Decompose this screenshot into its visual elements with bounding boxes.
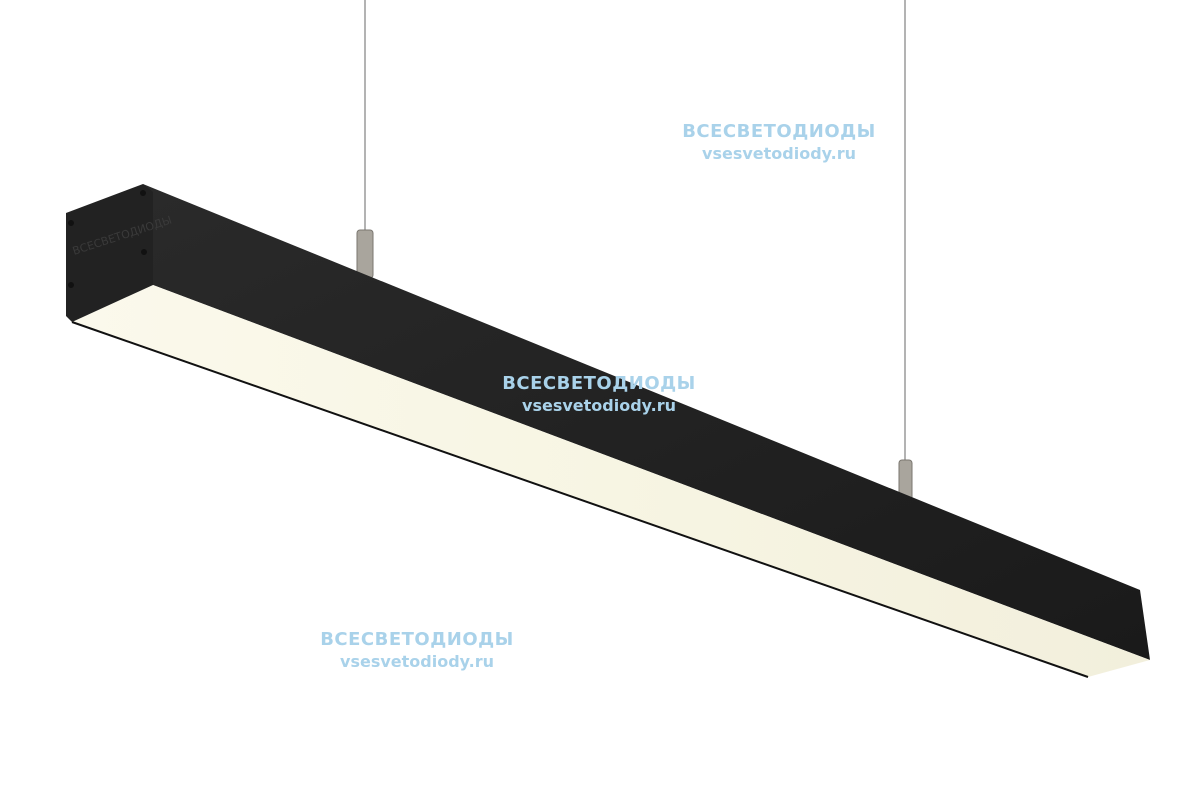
watermark-url: vsesvetodiody.ru — [702, 144, 856, 163]
watermark-title: ВСЕСВЕТОДИОДЫ — [320, 629, 514, 650]
watermark-url: vsesvetodiody.ru — [522, 396, 676, 415]
watermark-url: vsesvetodiody.ru — [340, 652, 494, 671]
diffuser-edge — [71, 321, 1089, 678]
end-cap — [66, 184, 153, 322]
housing-side-face — [143, 184, 1150, 660]
watermark: ВСЕСВЕТОДИОДЫ vsesvetodiody.ru — [307, 629, 527, 673]
wire-clamp-left — [356, 229, 374, 279]
watermark: ВСЕСВЕТОДИОДЫ vsesvetodiody.ru — [489, 373, 709, 417]
screw-icon — [68, 220, 74, 226]
watermark-title: ВСЕСВЕТОДИОДЫ — [682, 121, 876, 142]
screw-icon — [141, 249, 147, 255]
watermark: ВСЕСВЕТОДИОДЫ vsesvetodiody.ru — [669, 121, 889, 165]
screw-icon — [140, 190, 146, 196]
watermark-title: ВСЕСВЕТОДИОДЫ — [502, 373, 696, 394]
screw-icon — [68, 282, 74, 288]
diffuser-face — [72, 285, 1150, 677]
